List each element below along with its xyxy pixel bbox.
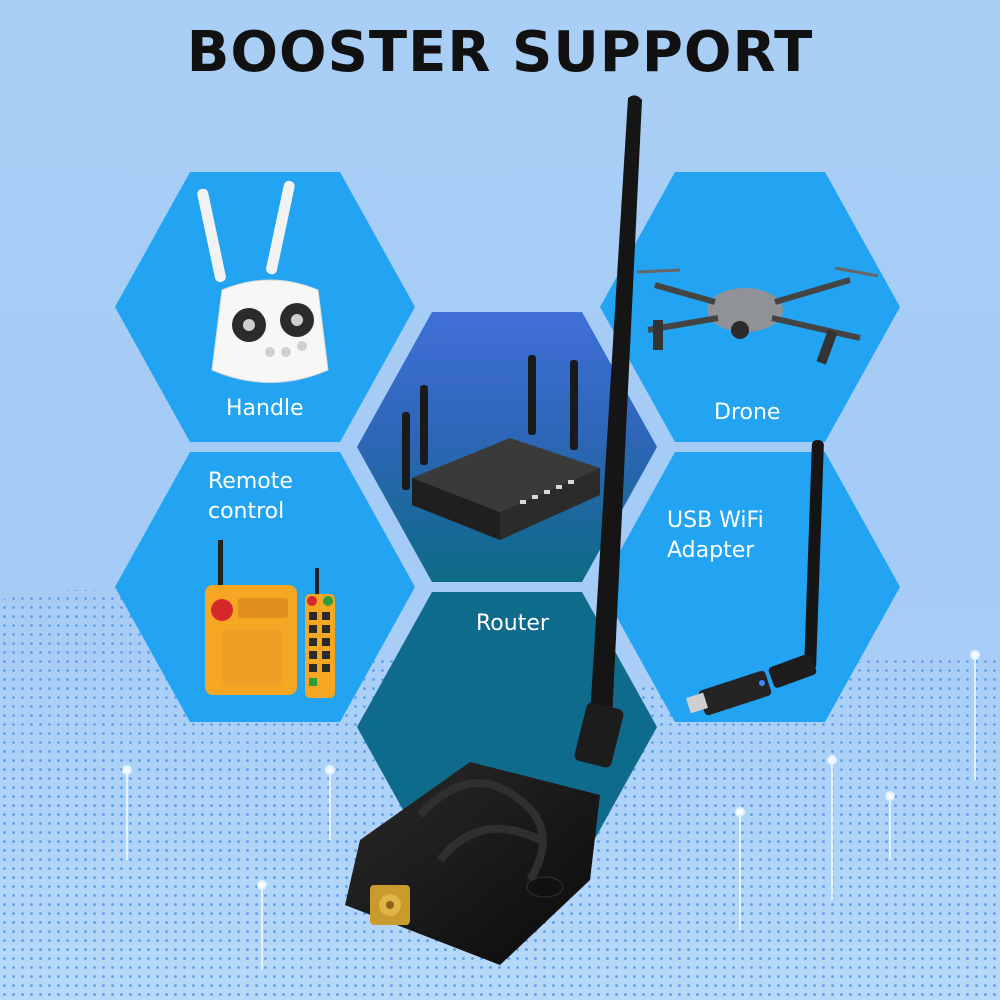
sma-connector-icon: [370, 885, 410, 925]
drone-icon: [636, 266, 879, 365]
label-handle: Handle: [226, 396, 304, 421]
usb-wifi-adapter-icon: [685, 440, 824, 716]
label-remote-control: Remote control: [208, 469, 293, 524]
light-beams: [122, 650, 980, 970]
booster-antenna-icon: [345, 95, 642, 965]
label-router: Router: [476, 611, 549, 636]
hex-usb-adapter: [600, 452, 900, 722]
page-title: BOOSTER SUPPORT: [186, 20, 814, 85]
handle-icon: [197, 180, 329, 383]
router-icon: [402, 355, 600, 540]
label-usb-wifi-adapter: USB WiFi Adapter: [667, 508, 764, 563]
remote-control-icon: [205, 540, 335, 698]
label-drone: Drone: [714, 400, 781, 425]
